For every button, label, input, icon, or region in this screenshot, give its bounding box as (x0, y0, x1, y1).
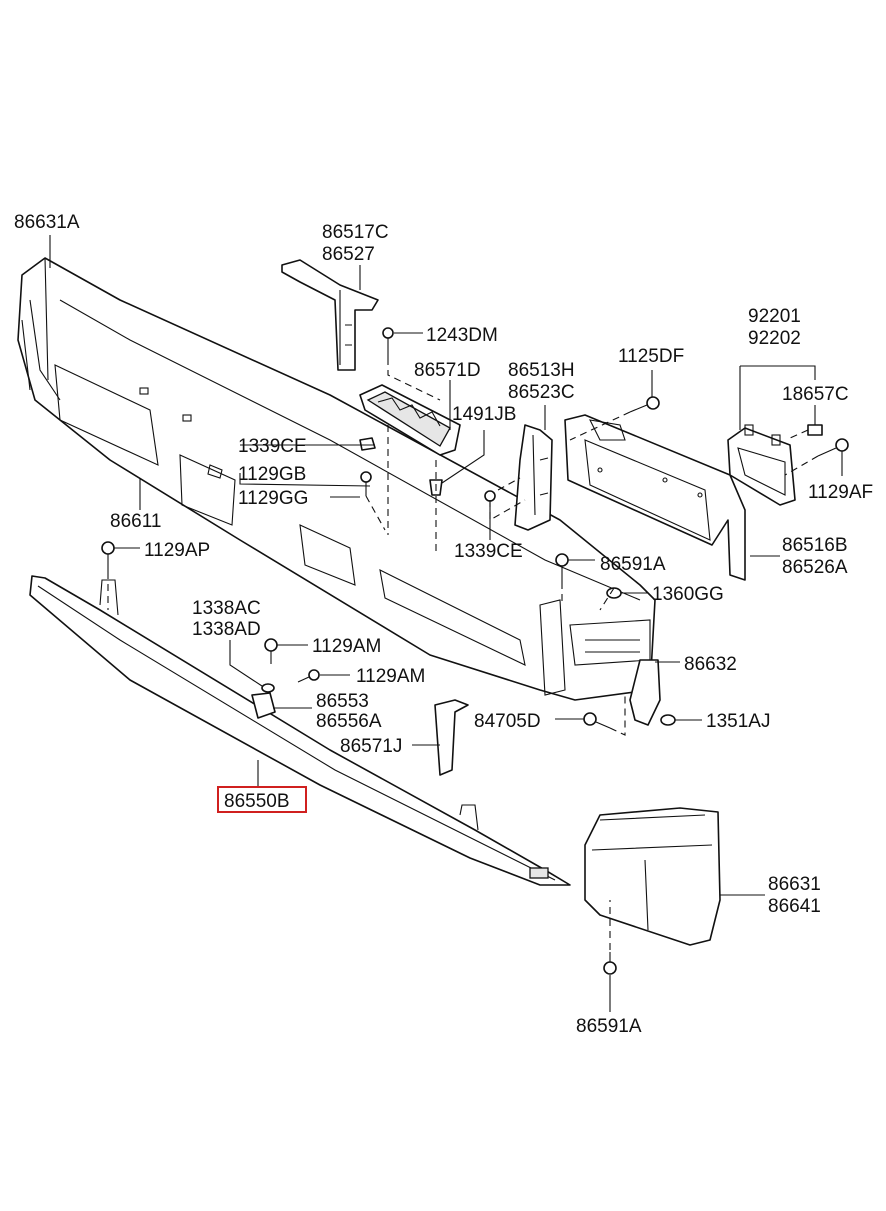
label-1125DF: 1125DF (618, 346, 684, 367)
label-86523C: 86523C (508, 382, 575, 403)
bracket-86571J (434, 699, 469, 776)
label-1360GG: 1360GG (652, 584, 724, 605)
label-86556A: 86556A (316, 711, 382, 732)
label-86517C: 86517C (322, 222, 389, 243)
label-1129AM-2: 1129AM (356, 666, 425, 687)
label-1338AC: 1338AC (192, 598, 261, 619)
label-1129AM-1: 1129AM (312, 636, 381, 657)
bumper-beam-86611 (17, 257, 656, 701)
corner-cap-86631 (584, 807, 721, 946)
label-86527: 86527 (322, 244, 375, 265)
label-86631A: 86631A (14, 212, 80, 233)
lamp-bracket-86516B (564, 414, 746, 581)
bracket-86513H (514, 424, 553, 531)
label-86571J: 86571J (340, 736, 402, 757)
label-1129AF: 1129AF (808, 482, 873, 503)
bracket-86517C (281, 259, 379, 371)
label-86632: 86632 (684, 654, 737, 675)
label-86631: 86631 (768, 874, 821, 895)
leader-lines (49, 235, 843, 1012)
label-86550B: 86550B (224, 791, 290, 812)
clip-86553 (251, 692, 276, 719)
label-1129AP: 1129AP (144, 540, 210, 561)
label-1243DM: 1243DM (426, 325, 498, 346)
label-1129GB: 1129GB (238, 464, 306, 485)
label-86641: 86641 (768, 896, 821, 917)
label-1129GG: 1129GG (238, 488, 308, 509)
label-1338AD: 1338AD (192, 619, 261, 640)
fog-lamp-92201 (727, 424, 796, 506)
label-86553: 86553 (316, 691, 369, 712)
part-labels: 86631A 86517C 86527 1243DM 86571D 86513H… (14, 212, 873, 1037)
label-1339CE-top: 1339CE (238, 436, 307, 457)
label-86526A: 86526A (782, 557, 848, 578)
label-84705D: 84705D (474, 711, 541, 732)
label-86516B: 86516B (782, 535, 848, 556)
label-1351AJ: 1351AJ (706, 711, 770, 732)
label-86591A-top: 86591A (600, 554, 666, 575)
label-1491JB: 1491JB (452, 404, 516, 425)
label-18657C: 18657C (782, 384, 849, 405)
label-86571D: 86571D (414, 360, 481, 381)
bracket-86632 (629, 659, 661, 726)
lower-moulding-86550B (29, 575, 571, 886)
label-86591A-bottom: 86591A (576, 1016, 642, 1037)
label-86611: 86611 (110, 511, 161, 532)
fasteners (101, 327, 849, 975)
label-86513H: 86513H (508, 360, 575, 381)
label-1339CE-bottom: 1339CE (454, 541, 523, 562)
label-92202: 92202 (748, 328, 801, 349)
highlight-box-86550B (217, 786, 307, 813)
label-92201: 92201 (748, 306, 801, 327)
